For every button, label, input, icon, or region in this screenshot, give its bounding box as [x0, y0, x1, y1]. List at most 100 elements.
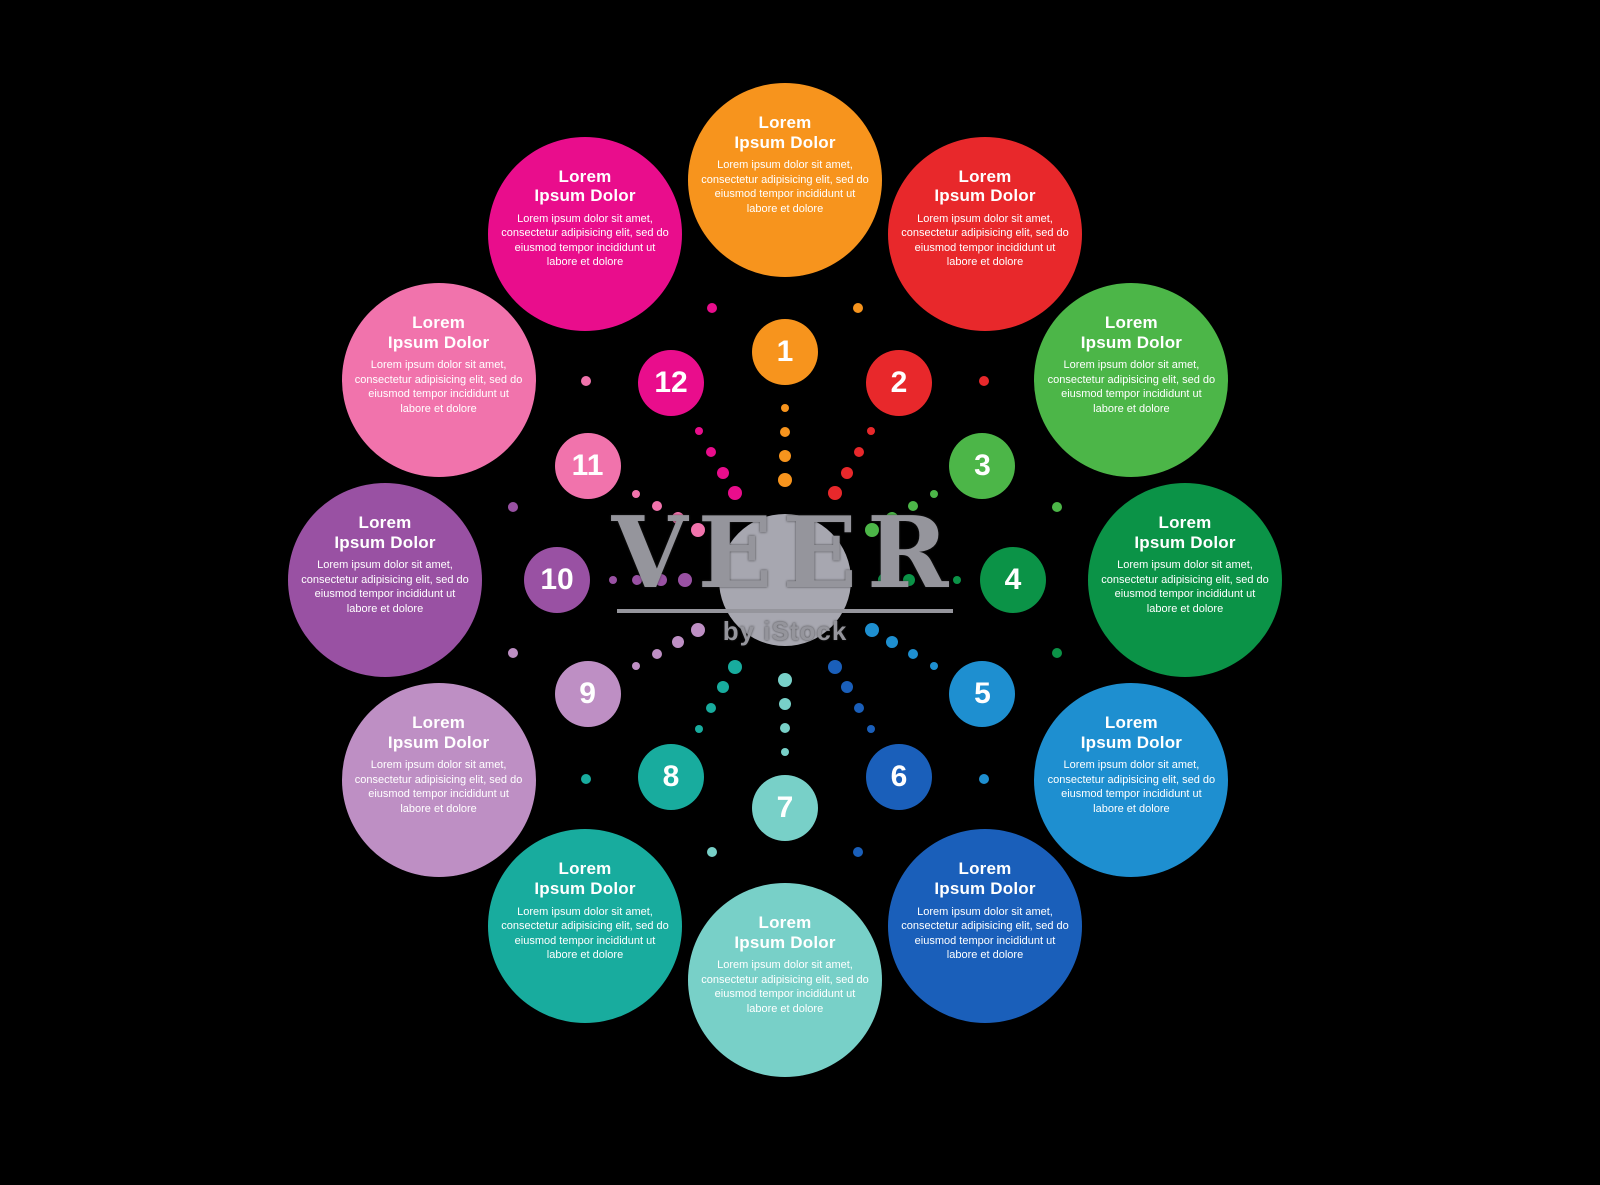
ray-dot: [908, 649, 919, 659]
info-circle-title-line1: Lorem: [758, 913, 812, 932]
info-circle-title-line2: Ipsum Dolor: [534, 186, 636, 206]
info-circle-body: Lorem ipsum dolor sit amet, consectetur …: [1101, 559, 1269, 615]
ray-dot: [778, 473, 792, 487]
ray-dot: [779, 450, 791, 462]
ray-dot: [678, 573, 692, 587]
ray-dot: [867, 724, 875, 733]
step-number-circle-1: 1: [752, 319, 818, 385]
ray-dot: [651, 649, 662, 659]
info-circle-body: Lorem ipsum dolor sit amet, consectetur …: [901, 212, 1069, 269]
info-circle-title-line1: Lorem: [358, 513, 412, 532]
step-number-circle-5: 5: [949, 661, 1016, 727]
step-number-circle-7: 7: [752, 775, 818, 841]
ray-dot: [841, 466, 853, 479]
ray-dot: [671, 636, 684, 648]
step-number-circle-10: 10: [524, 547, 590, 613]
ray-dot: [706, 446, 716, 457]
ray-dot: [695, 427, 703, 436]
info-circle-body: Lorem ipsum dolor sit amet, consectetur …: [701, 959, 869, 1015]
step-number-circle-4: 4: [980, 547, 1046, 613]
ray-dot: [979, 375, 990, 386]
info-circle-title: Lorem Ipsum Dolor: [342, 713, 536, 752]
ray-dot: [953, 576, 961, 584]
ray-dot: [507, 502, 518, 512]
info-circle-body: Lorem ipsum dolor sit amet, consectetur …: [501, 212, 669, 269]
ray-dot: [854, 703, 864, 714]
info-circle-body: Lorem ipsum dolor sit amet, consectetur …: [901, 905, 1069, 962]
step-number-circle-6: 6: [866, 744, 932, 811]
watermark-brand-text: VEER: [611, 496, 959, 611]
info-circle-title-line1: Lorem: [958, 859, 1012, 879]
step-number-circle-11: 11: [554, 433, 621, 499]
ray-dot: [852, 847, 863, 858]
ray-dot: [864, 623, 879, 637]
step-number-circle-8: 8: [638, 744, 704, 811]
info-circle-12: Lorem Ipsum Dolor Lorem ipsum dolor sit …: [488, 136, 682, 331]
info-circle-title-line1: Lorem: [958, 166, 1012, 186]
ray-dot: [908, 501, 919, 511]
info-circle-title: Lorem Ipsum Dolor: [1034, 313, 1228, 352]
info-circle-title-line1: Lorem: [1158, 513, 1212, 532]
info-circle-body: Lorem ipsum dolor sit amet, consectetur …: [1047, 359, 1216, 415]
ray-dot: [728, 659, 742, 674]
info-circle-11: Lorem Ipsum Dolor Lorem ipsum dolor sit …: [341, 283, 536, 477]
info-circle-title-line2: Ipsum Dolor: [1080, 332, 1183, 352]
ray-dot: [695, 724, 703, 733]
ray-dot: [580, 774, 591, 785]
info-circle-title-line2: Ipsum Dolor: [734, 932, 836, 952]
ray-dot: [841, 681, 853, 694]
ray-dot: [878, 573, 892, 587]
ray-dot: [928, 575, 938, 585]
info-circle-title-line1: Lorem: [1104, 713, 1158, 732]
ray-dot: [852, 302, 863, 313]
step-number-circle-9: 9: [554, 661, 621, 727]
info-circle-1: Lorem Ipsum Dolor Lorem ipsum dolor sit …: [688, 83, 882, 277]
ray-dot: [781, 748, 789, 756]
ray-dot: [780, 723, 790, 733]
ray-dot: [780, 427, 790, 437]
info-circle-body: Lorem ipsum dolor sit amet, consectetur …: [1047, 759, 1216, 815]
info-circle-title-line2: Ipsum Dolor: [1080, 732, 1183, 752]
ray-dot: [1052, 647, 1063, 658]
ray-dot: [671, 512, 684, 524]
ray-dot: [707, 847, 717, 858]
ray-dot: [886, 512, 899, 524]
info-circle-title-line2: Ipsum Dolor: [734, 132, 836, 152]
info-circle-2: Lorem Ipsum Dolor Lorem ipsum dolor sit …: [888, 136, 1082, 331]
info-circle-title: Lorem Ipsum Dolor: [488, 167, 682, 206]
ray-dot: [706, 703, 716, 714]
info-circle-title: Lorem Ipsum Dolor: [688, 113, 882, 152]
info-circle-title-line1: Lorem: [758, 113, 812, 132]
ray-dot: [903, 574, 915, 586]
info-circle-5: Lorem Ipsum Dolor Lorem ipsum dolor sit …: [1034, 683, 1229, 877]
watermark-subtext: by iStock: [722, 616, 848, 646]
step-number-circle-2: 2: [866, 349, 932, 416]
info-circle-body: Lorem ipsum dolor sit amet, consectetur …: [501, 905, 669, 962]
watermark-divider-line: [617, 609, 953, 613]
ray-dot: [929, 490, 938, 498]
ray-dot: [854, 446, 864, 457]
info-circle-body: Lorem ipsum dolor sit amet, consectetur …: [301, 559, 469, 615]
ray-dot: [828, 486, 842, 501]
info-circle-title: Lorem Ipsum Dolor: [888, 167, 1082, 206]
ray-dot: [779, 698, 791, 710]
info-circle-6: Lorem Ipsum Dolor Lorem ipsum dolor sit …: [888, 829, 1082, 1024]
ray-dot: [717, 681, 729, 694]
ray-dot: [781, 404, 789, 412]
info-circle-title-line2: Ipsum Dolor: [534, 878, 636, 898]
ray-dot: [691, 623, 706, 637]
ray-dot: [1052, 502, 1063, 512]
info-circle-title-line2: Ipsum Dolor: [1134, 532, 1236, 552]
ray-dot: [507, 647, 518, 658]
ray-dot: [632, 662, 641, 670]
info-circle-title-line1: Lorem: [412, 313, 466, 332]
ray-dot: [609, 576, 617, 584]
ray-dot: [651, 501, 662, 511]
ray-dot: [632, 490, 641, 498]
info-circle-title: Lorem Ipsum Dolor: [488, 859, 682, 898]
info-circle-title-line1: Lorem: [412, 713, 466, 732]
info-circle-body: Lorem ipsum dolor sit amet, consectetur …: [701, 159, 869, 215]
ray-dot: [707, 302, 717, 313]
ray-dot: [979, 774, 990, 785]
